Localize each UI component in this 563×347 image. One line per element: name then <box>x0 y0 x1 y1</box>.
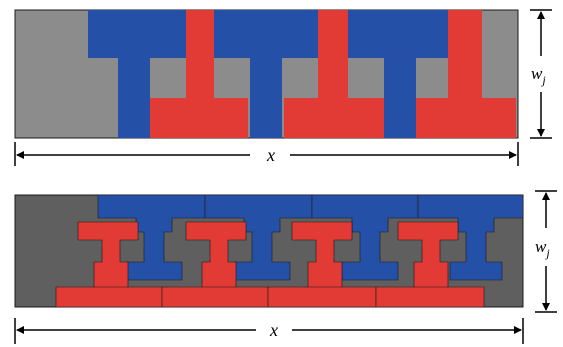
top-width-label: wj <box>531 64 546 87</box>
top-red-t-2 <box>284 10 384 138</box>
bottom-width-dimension: wj <box>535 190 557 313</box>
top-length-label: x <box>266 145 275 165</box>
bottom-length-dimension: x <box>14 318 524 344</box>
top-red-t-pieces <box>150 10 516 138</box>
top-red-t-1 <box>150 10 248 138</box>
top-blue-t-pieces <box>88 10 448 138</box>
bottom-joint-diagram: wj x <box>14 190 557 344</box>
top-red-t-3 <box>416 10 516 138</box>
top-length-dimension: x <box>14 142 519 166</box>
top-joint-diagram: wj x <box>14 9 552 166</box>
bottom-red-piece-4 <box>375 221 485 308</box>
bottom-width-label: wj <box>535 237 550 260</box>
bottom-length-label: x <box>269 320 278 340</box>
top-blue-t-1 <box>88 10 186 138</box>
top-width-dimension: wj <box>530 9 552 139</box>
bottom-red-pieces <box>55 221 485 308</box>
top-blue-t-2 <box>214 10 318 138</box>
top-blue-t-3 <box>348 10 448 138</box>
bottom-blue-pieces <box>97 194 524 281</box>
